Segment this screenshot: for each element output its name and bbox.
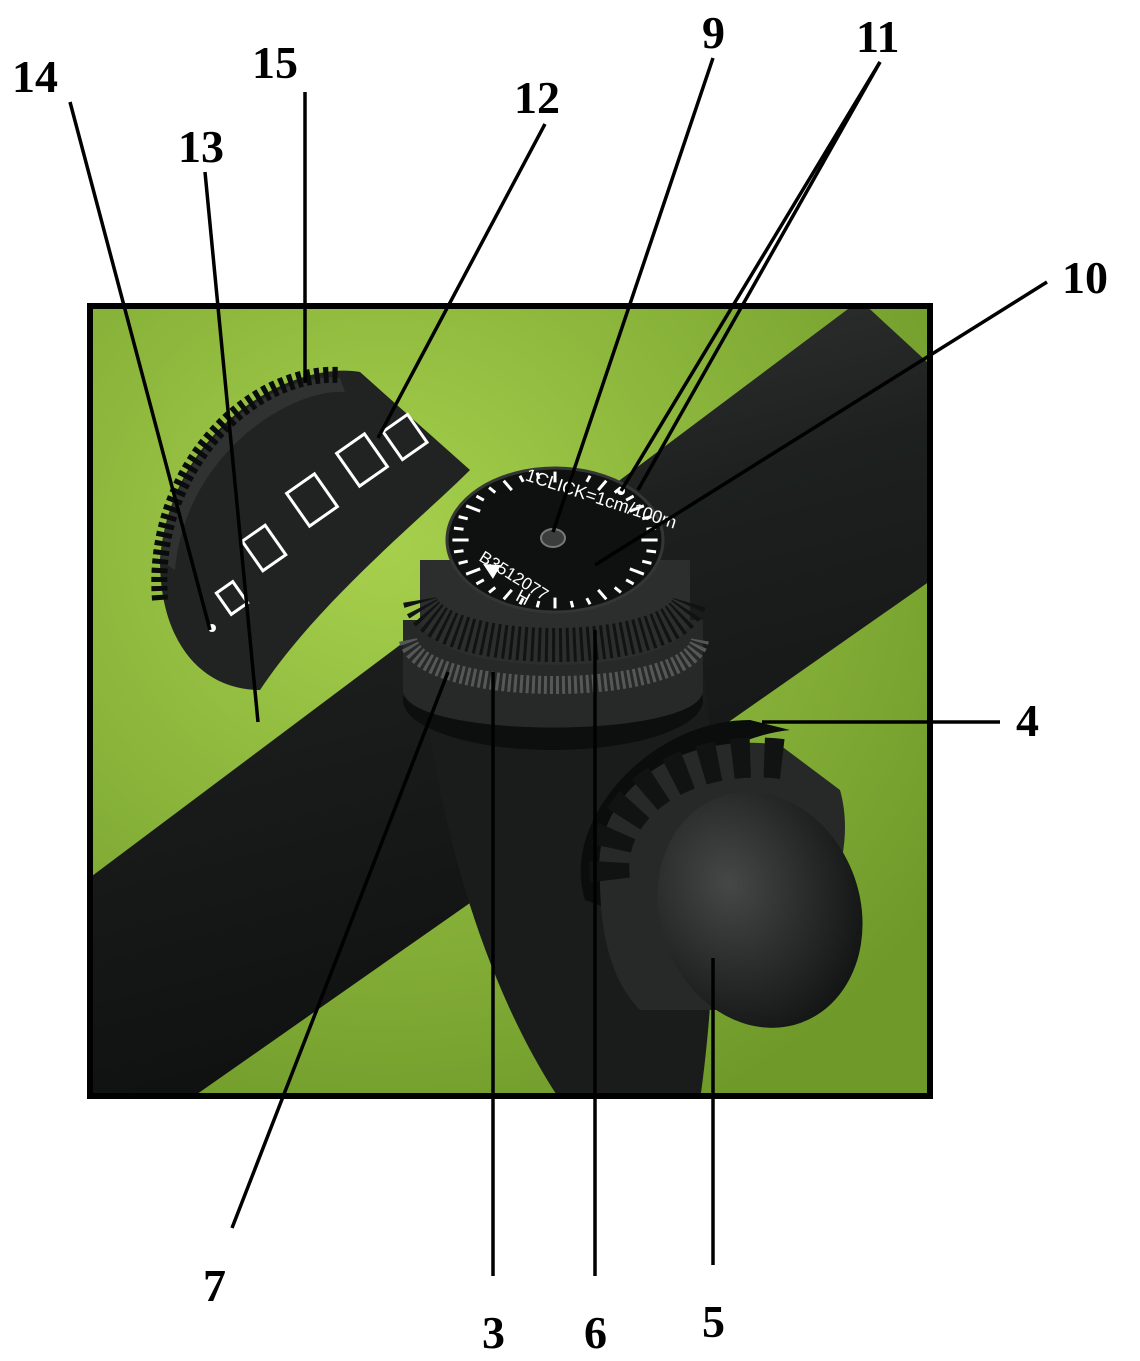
dial-tick [502, 588, 513, 601]
dial-tick [597, 479, 608, 492]
callout-5: 5 [702, 1296, 725, 1347]
dial-tick [641, 515, 652, 521]
dial-tick [488, 486, 497, 494]
callout-13: 13 [178, 121, 224, 172]
dial-tick [453, 549, 464, 554]
dial-tick [641, 559, 652, 565]
leader-7 [230, 671, 450, 1229]
callout-15: 15 [252, 37, 298, 88]
callout-4: 4 [1016, 695, 1039, 746]
dial-direction-arrow [483, 564, 501, 579]
dial-tick [569, 600, 575, 608]
dial-tick [629, 567, 645, 576]
dial-tick [625, 578, 635, 586]
scope-photo: 1CLICK=1cm/100m B3512077 H [90, 306, 930, 1096]
dial-tick [465, 567, 481, 576]
leader-10 [594, 280, 1048, 567]
dial-tick [535, 600, 541, 608]
dial-tick [646, 549, 657, 554]
windage-turret [580, 720, 863, 1028]
dial-tick [458, 559, 469, 565]
callout-labels: 14 15 13 12 9 11 10 4 7 3 6 5 [12, 7, 1108, 1358]
leader-9 [551, 57, 715, 533]
leader-13 [203, 171, 260, 723]
elevation-turret: 1CLICK=1cm/100m B3512077 H [399, 465, 709, 750]
dial-tick [475, 578, 485, 586]
leader-12 [376, 123, 547, 439]
dial-tick [597, 588, 608, 601]
callout-12: 12 [514, 72, 560, 123]
dial-tick [458, 515, 469, 521]
dial-tick [488, 586, 497, 594]
leader-lines [68, 57, 1048, 1276]
dial-tick [518, 475, 525, 483]
leader-11a [619, 61, 882, 492]
dial-tick [465, 504, 481, 513]
callout-9: 9 [702, 7, 725, 58]
callout-3: 3 [482, 1307, 505, 1358]
leader-14 [68, 101, 212, 631]
callout-6: 6 [584, 1307, 607, 1358]
magnification-ring [151, 366, 470, 690]
dial-tick [518, 597, 525, 605]
dial-tick [585, 597, 592, 605]
dial-tick [453, 526, 464, 531]
dial-tick [502, 479, 513, 492]
photo-frame [87, 303, 933, 1099]
dial-tick [625, 494, 635, 502]
callout-14: 14 [12, 51, 58, 102]
dial-tick [613, 586, 622, 594]
dial-tick [475, 494, 485, 502]
dial-tick [535, 472, 541, 480]
callout-7: 7 [203, 1260, 226, 1311]
callout-10: 10 [1062, 252, 1108, 303]
leader-11b [636, 61, 882, 491]
dial-tick [585, 475, 592, 483]
callout-11: 11 [856, 11, 899, 62]
dial-tick [629, 504, 645, 513]
